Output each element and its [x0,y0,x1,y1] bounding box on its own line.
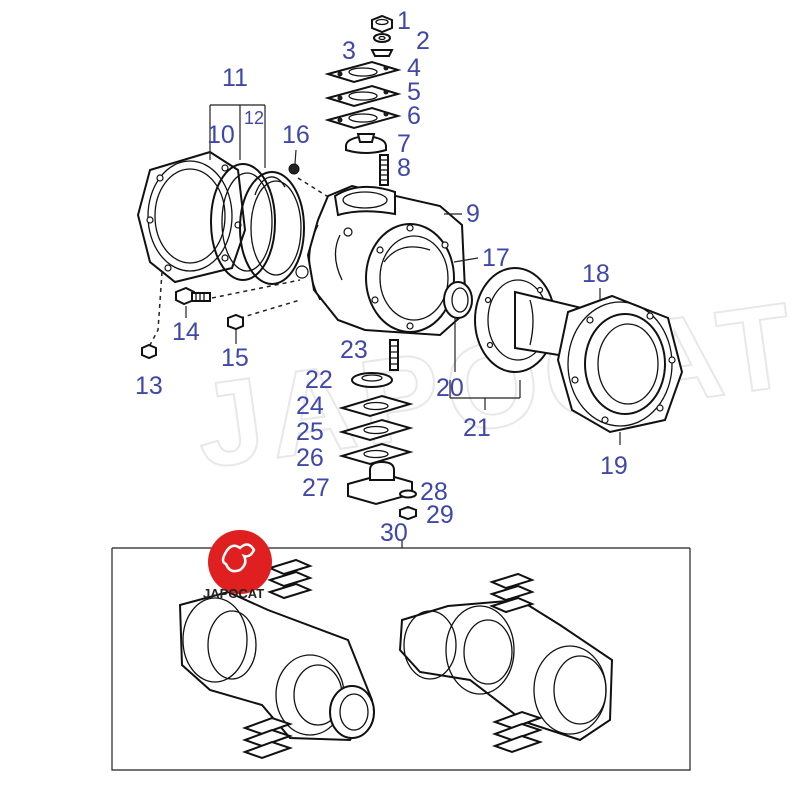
callout-4: 4 [407,54,421,82]
callout-2: 2 [416,27,430,55]
callout-16: 16 [282,121,310,149]
callout-20: 20 [436,374,464,402]
callout-1: 1 [397,7,411,35]
callout-24: 24 [296,392,324,420]
bottom-stack-parts [338,339,417,521]
callout-17: 17 [482,244,510,272]
callout-26: 26 [296,444,324,472]
main-housing [295,184,468,337]
logo-red-disc [208,530,272,594]
callout-21: 21 [463,414,491,442]
callout-13: 13 [135,372,163,400]
callout-15: 15 [221,344,249,372]
logo-emblem-icon [221,543,256,573]
left-cover-and-rings [136,104,331,360]
callout-labels: 1 2 3 4 5 6 7 8 9 10 11 12 13 14 15 16 1… [135,7,628,547]
callout-8: 8 [397,154,411,182]
japocat-logo: JAPOCAT [203,530,272,601]
spindle-flange [449,267,684,445]
callout-5: 5 [407,78,421,106]
callout-18: 18 [582,260,610,288]
callout-9: 9 [466,200,480,228]
callout-6: 6 [407,102,421,130]
callout-30: 30 [380,519,408,547]
callout-23: 23 [340,336,368,364]
callout-11: 11 [222,64,248,92]
callout-27: 27 [302,474,330,502]
callout-14: 14 [172,318,200,346]
callout-3: 3 [342,37,356,65]
callout-7: 7 [397,130,411,158]
kit-box [111,540,691,771]
callout-28: 28 [420,478,448,506]
callout-29: 29 [426,501,454,529]
seal-ring [443,257,479,372]
callout-22: 22 [305,366,333,394]
callout-19: 19 [600,452,628,480]
callout-12: 12 [244,108,264,128]
callout-25: 25 [296,418,324,446]
logo-text: JAPOCAT [203,586,264,601]
callout-10: 10 [207,121,235,149]
top-stack-parts [324,14,402,186]
